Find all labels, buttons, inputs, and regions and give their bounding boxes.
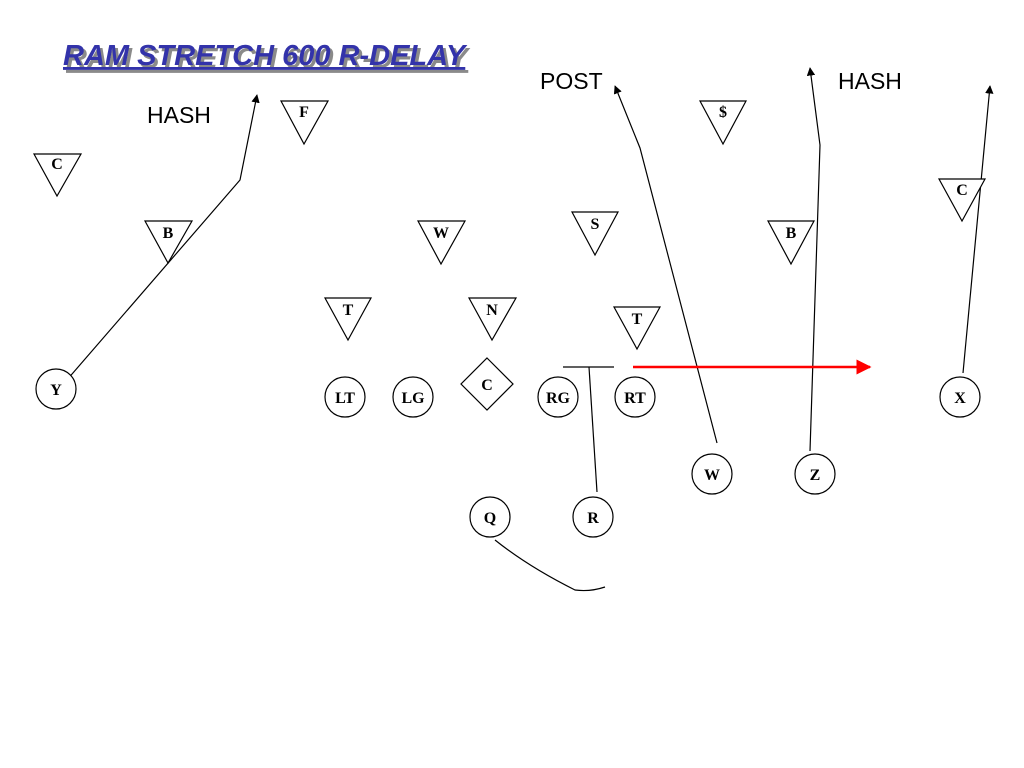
post-label: POST xyxy=(540,68,603,94)
player-z: Z xyxy=(794,453,836,495)
defender-label: S xyxy=(591,216,600,233)
player-x: X xyxy=(939,376,981,418)
defender-backer-left: B xyxy=(143,220,194,265)
defender-tackle-right: T xyxy=(612,306,662,351)
defender-label: B xyxy=(163,225,174,242)
player-left-guard: LG xyxy=(392,376,434,418)
player-quarterback: Q xyxy=(469,496,511,538)
player-center: C xyxy=(460,357,514,411)
defender-tackle-left: T xyxy=(323,297,373,342)
defender-label: N xyxy=(486,302,498,319)
play-title: RAM STRETCH 600 R-DELAY xyxy=(63,40,468,72)
defender-strong-safety: S xyxy=(570,211,620,257)
y-route-line xyxy=(65,94,260,382)
player-right-tackle: RT xyxy=(614,376,656,418)
defender-free-safety: F xyxy=(279,100,330,146)
defender-label: C xyxy=(51,156,63,173)
player-label: Y xyxy=(50,382,62,399)
defender-corner-right: C xyxy=(937,178,987,223)
defender-label: C xyxy=(956,182,968,199)
defender-backer-right: B xyxy=(766,220,816,266)
defender-money-safety: $ xyxy=(698,100,748,146)
x-route-line xyxy=(962,85,994,374)
q-path-line xyxy=(494,539,606,592)
w-post-route-line xyxy=(613,85,718,444)
player-label: Z xyxy=(810,467,821,484)
r-delay-route-line xyxy=(588,366,598,493)
player-label: C xyxy=(481,377,493,394)
hash-label-left: HASH xyxy=(147,102,211,128)
player-left-tackle: LT xyxy=(324,376,366,418)
player-label: RT xyxy=(624,390,646,407)
player-label: LT xyxy=(335,390,355,407)
defender-will: W xyxy=(416,220,467,266)
player-label: W xyxy=(704,467,720,484)
player-label: RG xyxy=(546,390,571,407)
defender-label: $ xyxy=(719,104,727,121)
play-title-shadow: RAM STRETCH 600 R-DELAY xyxy=(66,43,471,75)
defender-nose: N xyxy=(467,297,518,342)
player-y: Y xyxy=(35,368,77,410)
defender-corner-left: C xyxy=(32,153,83,198)
defender-label: F xyxy=(299,104,309,121)
player-label: R xyxy=(587,510,599,527)
player-label: Q xyxy=(484,510,496,527)
player-right-guard: RG xyxy=(537,376,579,418)
player-label: X xyxy=(954,390,966,407)
defender-label: T xyxy=(343,302,354,319)
defender-label: B xyxy=(786,225,797,242)
hash-label-right: HASH xyxy=(838,68,902,94)
player-running-back: R xyxy=(572,496,614,538)
z-route-line xyxy=(806,67,821,452)
defender-label: T xyxy=(632,311,643,328)
player-label: LG xyxy=(401,390,425,407)
player-w: W xyxy=(691,453,733,495)
defender-label: W xyxy=(433,225,449,242)
